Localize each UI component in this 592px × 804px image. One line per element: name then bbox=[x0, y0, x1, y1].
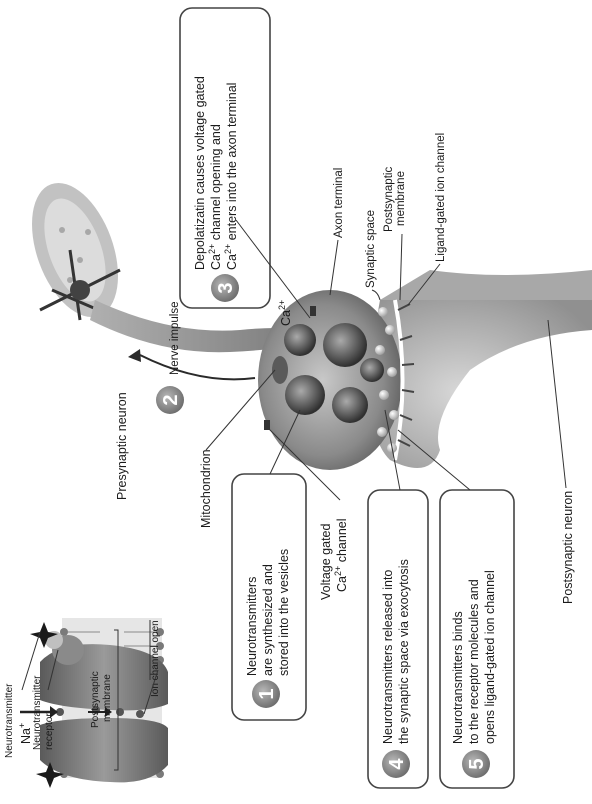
step-5-line-1: Neurotransmitters binds bbox=[451, 611, 465, 744]
step-1-line-1: Neurotransmitters bbox=[245, 577, 259, 676]
inset-neurotransmitter-label: Neurotransmitter bbox=[4, 683, 15, 758]
step-3-number: 3 bbox=[215, 282, 237, 293]
synaptic-space-label: Synaptic space bbox=[365, 210, 377, 288]
ion-channel-inset: Neurotransmitter Neurotransmitter recept… bbox=[4, 618, 168, 788]
nerve-impulse-label: Nerve impulse bbox=[169, 302, 181, 376]
postsynaptic-body bbox=[373, 300, 592, 468]
step-2-number: 2 bbox=[160, 394, 182, 405]
step-5-number: 5 bbox=[466, 758, 488, 769]
step-5-line-3: opens ligand-gated ion channel bbox=[483, 570, 497, 744]
inset-receptor-label-2: receptor bbox=[44, 713, 55, 750]
step-1-line-3: stored into the vesicles bbox=[277, 549, 291, 676]
mitochondrion-label: Mitochondrion bbox=[199, 449, 213, 528]
postsyn-membrane-label-2: membrane bbox=[395, 171, 407, 226]
step-4-line-1: Neurotransmitters released into bbox=[381, 570, 395, 744]
neuron-illustration bbox=[15, 171, 592, 470]
step-1-line-2: are synthesized and bbox=[261, 564, 275, 676]
axon-terminal-label: Axon terminal bbox=[333, 168, 345, 238]
inset-receptor-label-1: Neurotransmitter bbox=[32, 675, 43, 750]
step-3-box: 3 Depolatizatin causes voltage gated Ca2… bbox=[180, 8, 310, 318]
step-4-number: 4 bbox=[386, 758, 408, 770]
step-5-line-2: to the receptor molecules and bbox=[467, 579, 481, 744]
ca-ion-label: Ca2+ bbox=[277, 300, 293, 326]
postsynaptic-neuron-label: Postsynaptic neuron bbox=[561, 491, 575, 604]
voltage-gated-label-1: Voltage gated bbox=[319, 523, 333, 600]
inset-na-label: Na+ bbox=[17, 723, 33, 744]
inset-ion-channel-open-label: Ion channel open bbox=[150, 620, 161, 697]
presynaptic-cell-body bbox=[15, 171, 134, 329]
voltage-gated-label-2: Ca2+ channel bbox=[333, 518, 349, 592]
step-1-number: 1 bbox=[256, 688, 278, 699]
inset-postsyn-membrane-label-2: membrane bbox=[102, 674, 113, 722]
postsyn-membrane-label-1: Postsynaptic bbox=[383, 167, 395, 232]
inset-postsyn-membrane-label-1: Postsynaptic bbox=[90, 671, 101, 728]
ligand-gated-label: Ligand-gated ion channel bbox=[435, 133, 447, 262]
step-3-line-3: Ca2+ enters into the axon terminal bbox=[223, 83, 239, 270]
step-2-badge: 2 bbox=[156, 386, 184, 414]
step-3-line-1: Depolatizatin causes voltage gated bbox=[193, 76, 207, 270]
presynaptic-neuron-label: Presynaptic neuron bbox=[115, 392, 129, 500]
step-4-line-2: the synaptic space via exocytosis bbox=[397, 559, 411, 744]
